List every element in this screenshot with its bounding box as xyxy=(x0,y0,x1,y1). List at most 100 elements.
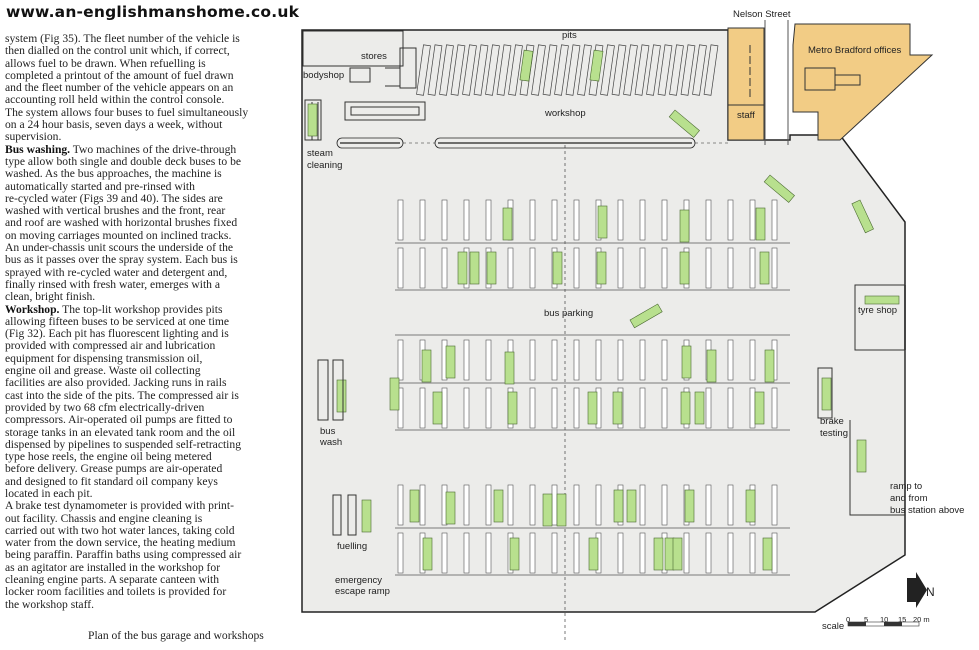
label-bus-wash-2: wash xyxy=(319,437,342,448)
bus xyxy=(681,345,692,379)
parking-bay xyxy=(727,387,734,429)
parking-bay xyxy=(727,532,734,574)
bus xyxy=(668,109,700,138)
pit xyxy=(669,44,684,96)
pit xyxy=(542,44,558,96)
parking-bay xyxy=(661,339,668,381)
pit xyxy=(565,44,581,96)
pit xyxy=(577,44,592,96)
bus xyxy=(763,174,795,203)
text-line: Workshop. The top-lit workshop provides … xyxy=(5,302,297,316)
svg-text:scale: scale xyxy=(822,621,844,632)
parking-bay xyxy=(749,532,756,574)
bus-in-pit xyxy=(589,49,604,82)
pit xyxy=(554,44,569,96)
label-ramp: ramp to xyxy=(890,481,922,492)
parking-bay xyxy=(551,199,558,241)
parking-bay xyxy=(727,484,734,526)
label-offices: Metro Bradford offices xyxy=(808,45,902,56)
bus xyxy=(486,251,497,285)
pit xyxy=(473,44,489,96)
pit xyxy=(427,44,443,96)
pit xyxy=(600,44,615,96)
parking-bay xyxy=(771,199,778,241)
scale-bar: scale 0 5 10 15 20 m xyxy=(822,615,930,632)
text-line: compressors. Air-operated oil pumps are … xyxy=(5,414,297,426)
parking-bay xyxy=(639,484,646,526)
line-text: engine oil and grease. Waste oil collect… xyxy=(5,364,201,378)
text-line: carried out with two hot water lances, t… xyxy=(5,524,297,537)
bus xyxy=(821,377,832,411)
parking-bay xyxy=(705,247,712,289)
parking-bay xyxy=(419,247,426,289)
bus xyxy=(493,489,504,523)
parking-bay xyxy=(507,247,514,289)
section-heading: Bus washing. xyxy=(5,142,71,156)
site-watermark-url: www.an-englishmanshome.co.uk xyxy=(6,3,300,21)
label-fuelling: fuelling xyxy=(337,541,367,552)
label-workshop: workshop xyxy=(544,108,586,119)
parking-bay xyxy=(551,339,558,381)
figure-caption: Plan of the bus garage and workshops xyxy=(88,629,264,642)
bus xyxy=(445,345,456,379)
bus xyxy=(864,295,900,305)
garage-plan: Nelson Street pits stores bodyshop works… xyxy=(301,9,964,640)
parking-bay xyxy=(529,247,536,289)
parking-bay xyxy=(749,247,756,289)
offices-block xyxy=(727,20,934,145)
text-line: clean, bright finish. xyxy=(5,291,297,303)
pit xyxy=(657,44,673,96)
label-bodyshop: bodyshop xyxy=(303,70,344,81)
bus xyxy=(336,379,347,413)
text-line: water from the down service, the heating… xyxy=(5,537,297,549)
svg-text:10: 10 xyxy=(880,615,888,624)
parking-bay xyxy=(661,247,668,289)
line-text: re-cycled water (Figs 39 and 40). The si… xyxy=(5,191,223,205)
parking-bay xyxy=(573,532,580,574)
bus xyxy=(856,439,867,473)
parking-bay xyxy=(771,484,778,526)
section-heading: Workshop. xyxy=(5,302,60,316)
text-line: sprayed with re-cycled water and deterge… xyxy=(5,266,297,279)
parking-bay xyxy=(529,387,536,429)
label-steam-cleaning: steam xyxy=(307,148,333,159)
label-nelson-street: Nelson Street xyxy=(733,9,791,20)
line-text: finally rinsed with fresh water, emerges… xyxy=(5,277,221,291)
text-line: located in each pit. xyxy=(5,486,297,500)
text-line: on moving carriages mounted on inclined … xyxy=(5,229,297,242)
bus xyxy=(629,303,663,329)
text-line: provided by two 68 cfm electrically-driv… xyxy=(5,401,297,414)
bus xyxy=(755,207,766,241)
line-text: located in each pit. xyxy=(5,486,93,500)
text-line: out facility. Chassis and engine cleanin… xyxy=(5,511,297,525)
text-line: provided with compressed air and lubrica… xyxy=(5,340,297,352)
parking-bay xyxy=(639,247,646,289)
svg-text:N: N xyxy=(926,585,935,599)
bus xyxy=(389,377,400,411)
text-line: finally rinsed with fresh water, emerges… xyxy=(5,277,297,291)
ramp xyxy=(849,350,906,516)
pit xyxy=(439,44,454,96)
parking-bay xyxy=(529,339,536,381)
text-line: type allow both single and double deck b… xyxy=(5,155,297,168)
parking-bay xyxy=(639,199,646,241)
article-text: system (Fig 35). The fleet number of the… xyxy=(5,32,297,611)
line-text: Two machines of the drive-through xyxy=(70,142,237,156)
parking-bay xyxy=(639,387,646,429)
text-line: then dialled on the control unit which, … xyxy=(5,45,297,57)
text-line: being paraffin. Paraffin baths using com… xyxy=(5,549,297,561)
line-text: out facility. Chassis and engine cleanin… xyxy=(5,511,203,525)
bus xyxy=(764,349,775,383)
bus xyxy=(759,251,770,285)
parking-bay xyxy=(551,532,558,574)
parking-bay xyxy=(639,339,646,381)
bus xyxy=(507,391,518,425)
label-emergency-escape-ramp: emergency xyxy=(335,575,382,586)
text-line: cleaning engine parts. A separate cantee… xyxy=(5,573,297,586)
bus xyxy=(706,349,717,383)
parking-bay xyxy=(485,199,492,241)
bus xyxy=(664,537,675,571)
label-stores: stores xyxy=(361,51,387,62)
text-line: system (Fig 35). The fleet number of the… xyxy=(5,32,297,45)
text-line: (Fig 32). Each pit has fluorescent light… xyxy=(5,327,297,340)
